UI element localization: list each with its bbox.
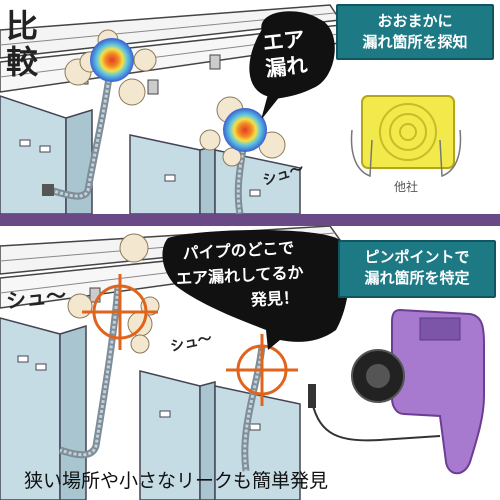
compare-label-line2: 較 bbox=[6, 43, 39, 81]
heat-spot-icon bbox=[223, 108, 267, 152]
panel-divider bbox=[0, 214, 500, 226]
hand-icon bbox=[350, 129, 462, 178]
callout-line1: おおまかに bbox=[377, 12, 453, 30]
bottom-caption: 狭い場所や小さなリークも簡単発見 bbox=[24, 470, 329, 492]
device-caption-other-brand: 他社 bbox=[394, 180, 419, 194]
callout-line1: ピンポイントで bbox=[364, 248, 470, 266]
callout-rough-detection: おおまかに 漏れ箇所を探知 bbox=[336, 4, 494, 60]
speech-bubble-air-leak: エア 漏れ bbox=[261, 26, 309, 82]
comparison-panel-other: 比 較 エア 漏れ シュ〜 おおまかに 漏れ箇所を探知 他社 bbox=[0, 0, 500, 214]
crosshair-icon bbox=[226, 334, 298, 406]
heat-spot-icon bbox=[90, 38, 134, 82]
speech-bubble-line2: 漏れ bbox=[264, 52, 309, 82]
callout-pinpoint: ピンポイントで 漏れ箇所を特定 bbox=[338, 240, 496, 298]
smoke-puff-icon bbox=[67, 233, 160, 354]
pipe-scene-illustration bbox=[0, 4, 462, 214]
pipe-scene-illustration bbox=[0, 226, 485, 500]
compare-label: 比 較 bbox=[6, 8, 38, 80]
comparison-panel-ours: パイプのどこで エア漏れしてるか 発見！ シュ〜 シュ〜 ピンポイントで 漏れ箇… bbox=[0, 226, 500, 500]
callout-line2: 漏れ箇所を探知 bbox=[362, 33, 468, 51]
speech-bubble-found-leak: パイプのどこで エア漏れしてるか 発見！ bbox=[174, 235, 305, 317]
compare-label-line1: 比 bbox=[6, 7, 39, 45]
crosshair-icon bbox=[82, 274, 158, 350]
callout-line2: 漏れ箇所を特定 bbox=[364, 269, 470, 287]
